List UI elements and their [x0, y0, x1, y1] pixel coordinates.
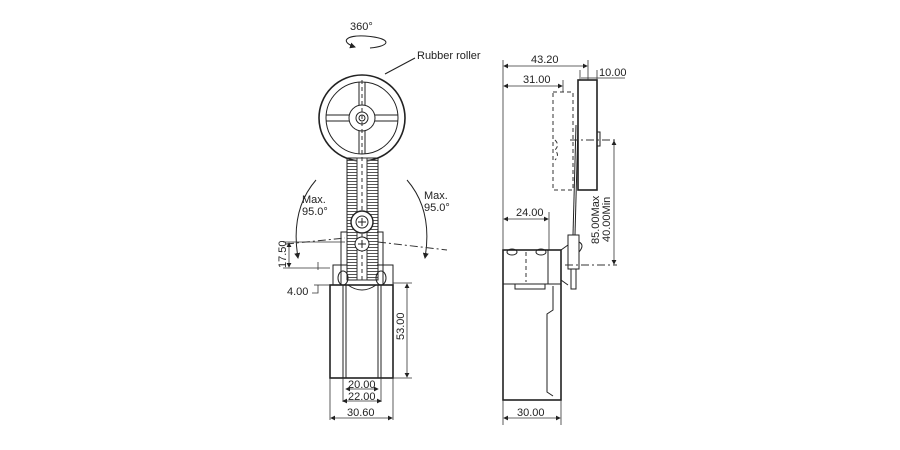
- dimension-20-00: 20.00: [345, 379, 379, 392]
- switch-body: [329, 284, 394, 379]
- svg-text:85.00Max: 85.00Max: [590, 195, 602, 244]
- svg-text:30.00: 30.00: [517, 407, 545, 419]
- side-lever: [552, 79, 601, 290]
- side-view: 43.20 10.00 31.00 24.00 85.00Max 40.00Mi…: [502, 54, 627, 425]
- dimension-17-50: 17.50: [277, 240, 345, 269]
- angle-left-value: 95.0°: [302, 206, 328, 218]
- svg-text:30.60: 30.60: [347, 407, 375, 419]
- lever-arm: [346, 80, 379, 281]
- dimension-31-00: 31.00: [503, 74, 564, 92]
- svg-text:24.00: 24.00: [516, 207, 544, 219]
- dimension-4-00: 4.00: [287, 262, 330, 298]
- roller-label: Rubber roller: [417, 50, 481, 62]
- angle-left-label: Max.: [302, 194, 326, 206]
- dimension-24-00: 24.00: [503, 207, 550, 250]
- rotation-arrow-icon: [345, 35, 387, 49]
- dimension-43-20: 43.20: [503, 54, 588, 69]
- svg-text:20.00: 20.00: [348, 379, 376, 391]
- angle-arc-right: [406, 179, 429, 259]
- svg-text:4.00: 4.00: [287, 286, 308, 298]
- center-line-left: [285, 237, 346, 245]
- side-body: [502, 248, 562, 401]
- angle-arc-left: [294, 179, 317, 259]
- svg-text:43.20: 43.20: [531, 54, 559, 66]
- dimension-30-00: 30.00: [502, 400, 562, 425]
- front-view: 360° Rubber roller: [277, 21, 481, 421]
- dimension-10-00: 10.00: [579, 67, 627, 80]
- svg-text:22.00: 22.00: [348, 391, 376, 403]
- svg-text:10.00: 10.00: [599, 67, 627, 79]
- dimension-30-60: 30.60: [330, 407, 393, 421]
- svg-text:31.00: 31.00: [523, 74, 551, 86]
- dimension-85-40: 85.00Max 40.00Min: [590, 140, 617, 265]
- svg-text:17.50: 17.50: [277, 240, 289, 268]
- angle-right-label: Max.: [424, 190, 448, 202]
- svg-text:53.00: 53.00: [395, 312, 407, 340]
- angle-right-value: 95.0°: [424, 202, 450, 214]
- rotation-label: 360°: [350, 21, 373, 33]
- dimension-53-00: 53.00: [393, 282, 412, 379]
- roller-leader: [384, 57, 416, 75]
- svg-text:40.00Min: 40.00Min: [601, 197, 613, 242]
- dimension-22-00: 22.00: [342, 391, 382, 404]
- center-line-right: [377, 241, 448, 251]
